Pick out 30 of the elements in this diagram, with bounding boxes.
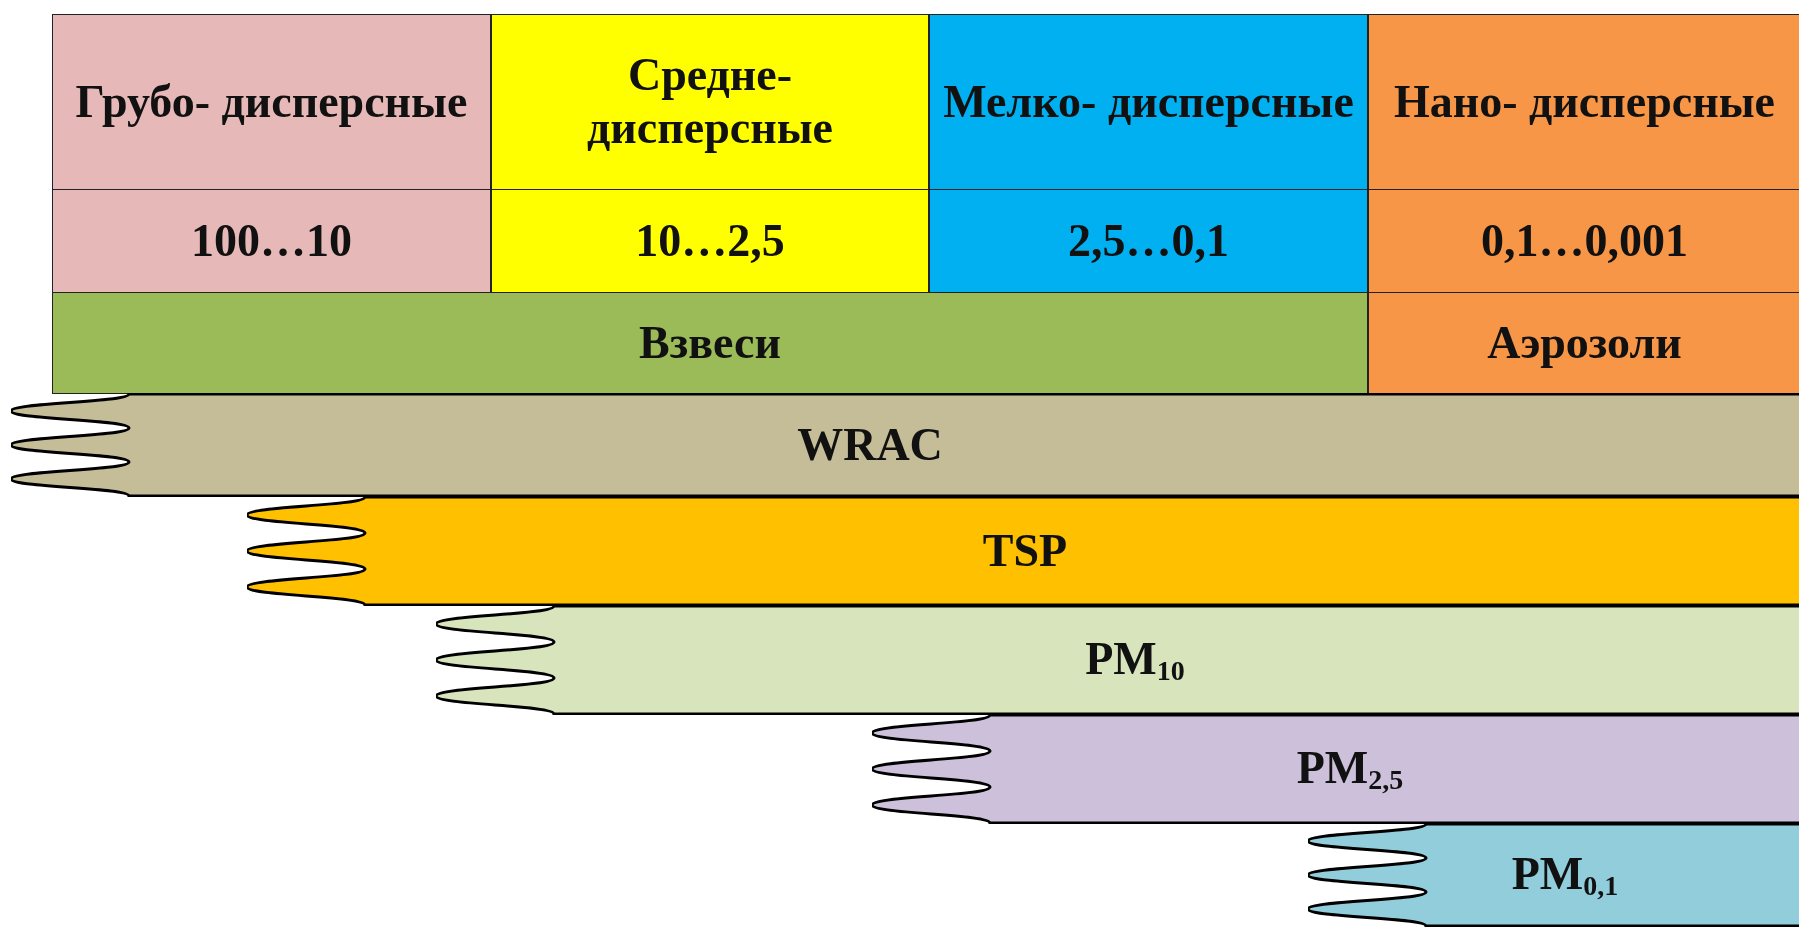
dispersion-class-label: Мелко- дисперсные <box>943 75 1354 129</box>
size-range-label: 0,1…0,001 <box>1481 214 1688 268</box>
size-range-label: 100…10 <box>191 214 352 268</box>
fraction-label: PM$_{0,1}$ <box>1511 847 1619 903</box>
header-cell <box>929 14 1368 190</box>
header-cell <box>1368 14 1799 190</box>
category-label: Взвеси <box>639 316 781 370</box>
size-range-label: 2,5…0,1 <box>1068 214 1229 268</box>
category-label: Аэрозоли <box>1487 316 1682 370</box>
size-band <box>436 605 1799 715</box>
dispersion-class-label: Средне- дисперсные <box>586 49 834 155</box>
range-cell <box>491 189 929 293</box>
fraction-label: WRAC <box>797 418 943 472</box>
fraction-label: PM$_{2,5}$ <box>1296 741 1404 797</box>
range-cell <box>52 189 491 293</box>
category-cell <box>1368 292 1799 394</box>
header-cell <box>52 14 491 190</box>
size-band <box>872 714 1799 824</box>
size-band <box>11 393 1799 497</box>
fraction-label: TSP <box>982 524 1068 578</box>
dispersion-class-label: Нано- дисперсные <box>1393 75 1776 129</box>
header-cell <box>491 14 929 190</box>
size-range-label: 10…2,5 <box>635 214 785 268</box>
dispersion-class-label: Грубо- дисперсные <box>75 75 468 129</box>
fraction-label: PM$_{10}$ <box>1085 632 1185 688</box>
size-band <box>247 496 1799 606</box>
size-band <box>1308 823 1799 927</box>
range-cell <box>929 189 1368 293</box>
category-cell <box>52 292 1368 394</box>
range-cell <box>1368 189 1799 293</box>
